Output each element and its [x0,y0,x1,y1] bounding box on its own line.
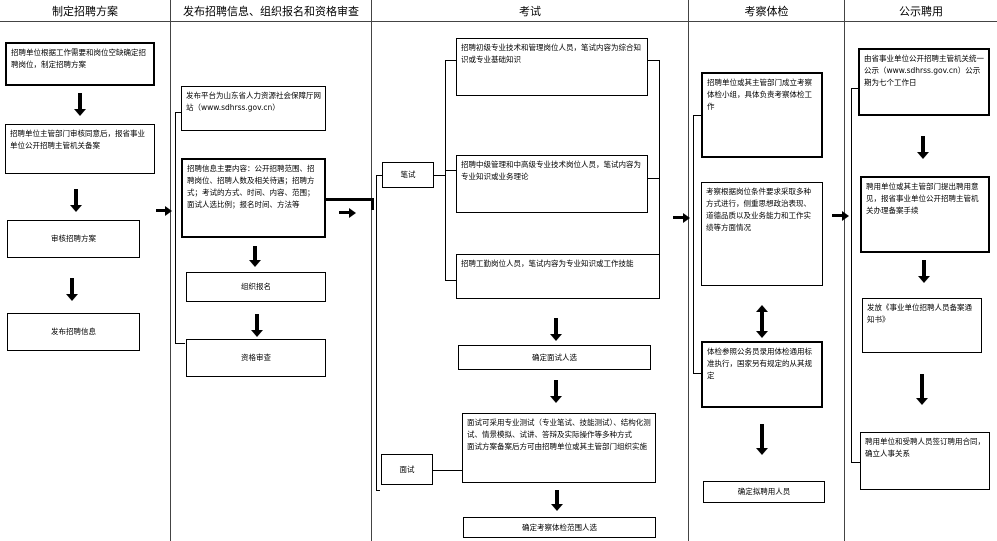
plan-box-4: 发布招聘信息 [7,313,140,351]
arrow-down [78,93,82,109]
connector-line [851,88,858,89]
written-exam-label: 笔试 [382,162,434,188]
announce-box-2: 聘用单位或其主管部门提出聘用意见，报省事业单位公开招聘主管机关办理备案手续 [860,176,990,253]
exam-box-3: 招聘工勤岗位人员，笔试内容为专业知识或工作技能 [456,254,660,299]
connector-line [648,178,660,179]
arrow-down [70,278,74,294]
plan-box-1: 招聘单位根据工作需要和岗位空缺确定招聘岗位，制定招聘方案 [5,42,155,86]
exam-box-1: 招聘初级专业技术和管理岗位人员，笔试内容为综合知识或专业基础知识 [456,38,648,96]
arrow-head [683,213,690,223]
arrow-right [156,209,165,212]
publish-box-1: 发布平台为山东省人力资源社会保障厅网站（www.sdhrss.gov.cn） [181,86,326,131]
connector-line [693,115,694,374]
arrow-head [916,398,928,405]
publish-box-3: 组织报名 [186,272,326,302]
connector-line [851,88,852,463]
arrow-head [756,331,768,338]
arrow-head [550,396,562,403]
header-exam: 考试 [372,0,689,22]
plan-box-2: 招聘单位主管部门审核同意后，报省事业单位公开招聘主管机关备案 [5,124,155,174]
arrow-right [673,216,683,219]
arrow-down [921,136,925,152]
connector-line [371,198,374,210]
exam-box-2: 招聘中级管理和中高级专业技术岗位人员，笔试内容为专业知识或业务理论 [456,155,648,213]
arrow-head [74,109,86,116]
arrow-down [920,374,924,398]
arrow-down [760,424,764,448]
connector-line [376,490,380,491]
connector-line [693,115,701,116]
announce-box-1: 由省事业单位公开招聘主管机关统一公示（www.sdhrss.gov.cn）公示期… [858,48,990,116]
arrow-down [255,314,259,330]
connector-line [659,60,660,254]
announce-box-3: 发放《事业单位招聘人员备案通知书》 [862,298,982,353]
arrow-head [550,334,562,341]
connector-line [376,175,384,176]
col-divider [0,22,171,541]
inspect-box-2: 考察根据岗位条件要求采取多种方式进行，侧重思想政治表现、道德品质以及业务能力和工… [701,182,823,286]
arrow-right [832,214,842,217]
exam-box-6: 确定考察体检范围人选 [463,517,656,538]
arrow-down [554,318,558,334]
inspect-box-1: 招聘单位或其主管部门成立考察体检小组，具体负责考察体检工作 [701,72,823,158]
plan-box-3: 审核招聘方案 [7,220,140,258]
arrow-head [66,294,78,301]
connector-line [433,470,462,471]
arrow-right [339,211,349,214]
connector-line [693,373,701,374]
connector-line [376,175,377,491]
connector-line [434,175,446,176]
header-plan: 制定招聘方案 [0,0,171,22]
connector-line [326,198,374,201]
arrow-head [551,504,563,511]
arrow-down [554,380,558,396]
exam-box-5: 面试可采用专业测试（专业笔试、技能测试）、结构化测试、情景模拟、试讲、答辩及实际… [462,413,656,483]
announce-box-4: 聘用单位和受聘人员签订聘用合同，确立人事关系 [860,432,990,490]
arrow-head [918,276,930,283]
interview-label: 面试 [381,454,433,485]
exam-box-4: 确定面试人选 [458,345,651,370]
arrow-head [842,211,849,221]
connector-line [445,170,457,171]
inspect-box-3: 体检参照公务员录用体检通用标准执行，国家另有规定的从其规定 [701,341,823,408]
arrow-head [756,448,768,455]
connector-line [648,60,660,61]
publish-box-4: 资格审查 [186,339,326,377]
col-divider [689,22,845,541]
arrow-head [756,305,768,312]
arrow-down [922,260,926,276]
col-divider [171,22,372,541]
connector-line [175,343,185,344]
arrow-down [253,246,257,260]
arrow-head [165,206,172,216]
publish-box-2: 招聘信息主要内容：公开招聘范围、招聘岗位、招聘人数及相关待遇；招聘方式；考试的方… [181,158,326,238]
connector-line [175,112,176,344]
header-announce: 公示聘用 [845,0,997,22]
bidirectional-arrow [760,312,764,334]
inspect-box-4: 确定拟聘用人员 [703,481,825,503]
connector-line [445,60,457,61]
connector-line [175,112,181,113]
arrow-head [251,330,263,337]
arrow-head [917,152,929,159]
header-inspection: 考察体检 [689,0,845,22]
connector-line [851,462,860,463]
arrow-head [249,260,261,267]
arrow-down [555,490,559,504]
connector-line [445,280,457,281]
header-publish: 发布招聘信息、组织报名和资格审查 [171,0,372,22]
arrow-head [70,205,82,212]
arrow-head [349,208,356,218]
col-divider [372,22,689,541]
arrow-down [74,189,78,205]
